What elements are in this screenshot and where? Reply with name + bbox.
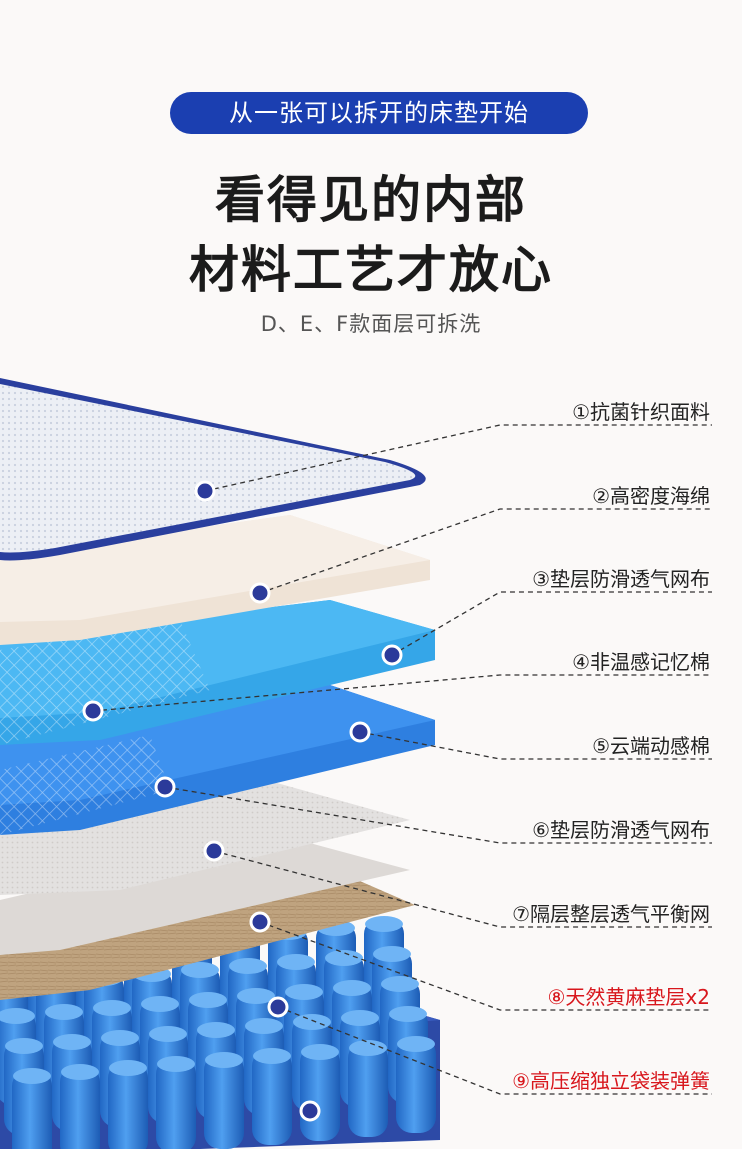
spring-coil bbox=[108, 1060, 148, 1149]
layer-marker-1 bbox=[194, 480, 216, 502]
layer-label-6: ⑥垫层防滑透气网布 bbox=[532, 818, 710, 842]
layer-marker-7 bbox=[203, 840, 225, 862]
layer-label-4: ④非温感记忆棉 bbox=[572, 650, 710, 674]
layer-label-2: ②高密度海绵 bbox=[592, 484, 710, 508]
layer-label-8: ⑧天然黄麻垫层x2 bbox=[547, 985, 711, 1009]
spring-coil bbox=[204, 1052, 244, 1149]
spring-coil bbox=[396, 1036, 436, 1133]
layer-marker-6 bbox=[154, 776, 176, 798]
layer-label-5: ⑤云端动感棉 bbox=[592, 734, 710, 758]
layer-marker-4 bbox=[82, 700, 104, 722]
layer-label-1: ①抗菌针织面料 bbox=[572, 400, 710, 424]
leader-line-9 bbox=[277, 1006, 712, 1095]
layer-label-9: ⑨高压缩独立袋装弹簧 bbox=[512, 1069, 710, 1093]
layer-label-3: ③垫层防滑透气网布 bbox=[532, 567, 710, 591]
page-title-line-2: 材料工艺才放心 bbox=[189, 241, 553, 299]
knit-cover-layer bbox=[0, 378, 426, 561]
leader-line-6 bbox=[164, 786, 712, 844]
leader-line-5 bbox=[359, 731, 712, 760]
base-marker bbox=[299, 1100, 321, 1122]
layer-marker-9 bbox=[267, 996, 289, 1018]
leader-line-1 bbox=[204, 424, 712, 492]
spring-coil bbox=[300, 1044, 340, 1141]
layer-marker-2 bbox=[249, 582, 271, 604]
leader-line-4 bbox=[92, 674, 712, 712]
layer-marker-8 bbox=[249, 911, 271, 933]
balance-net-layer bbox=[0, 835, 410, 955]
spring-coil bbox=[252, 1048, 292, 1145]
spring-coil bbox=[12, 1068, 52, 1149]
layer-marker-3 bbox=[381, 644, 403, 666]
spring-coil bbox=[348, 1040, 388, 1137]
leader-line-8 bbox=[259, 921, 712, 1011]
intro-badge: 从一张可以拆开的床垫开始 bbox=[170, 92, 588, 134]
leader-line-2 bbox=[259, 508, 712, 594]
page-title-line-1: 看得见的内部 bbox=[215, 171, 527, 229]
label-leader-lines bbox=[92, 424, 712, 1095]
layer-label-7: ⑦隔层整层透气平衡网 bbox=[512, 902, 710, 926]
layer-markers bbox=[82, 480, 403, 1122]
page-subtitle: D、E、F款面层可拆洗 bbox=[260, 312, 482, 336]
layer-marker-5 bbox=[349, 721, 371, 743]
spring-coil bbox=[156, 1056, 196, 1149]
spring-coil bbox=[60, 1064, 100, 1149]
